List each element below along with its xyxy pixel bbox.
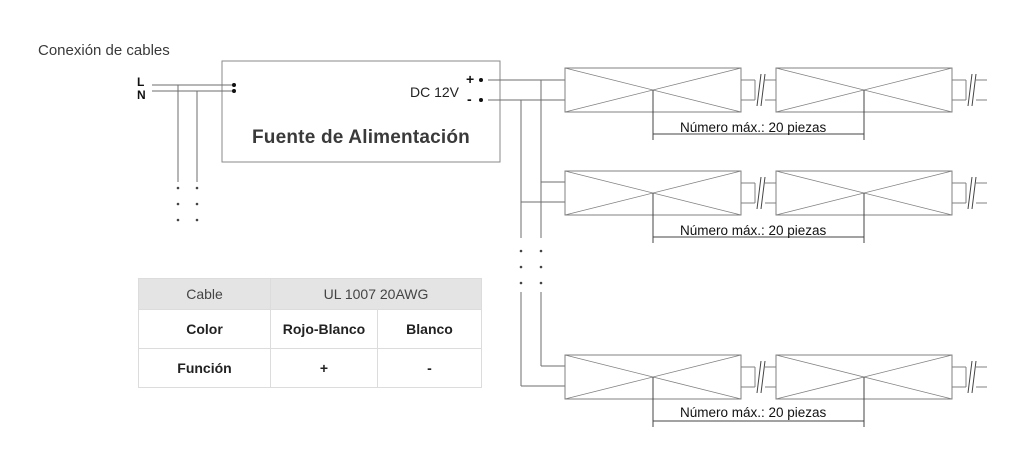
function-value-1: + xyxy=(270,348,378,388)
break-mark xyxy=(756,176,762,210)
output-plus-label: + xyxy=(466,71,475,87)
terminal-plus-dot xyxy=(479,78,483,82)
power-supply-box xyxy=(221,60,501,163)
power-supply-label: Fuente de Alimentación xyxy=(251,127,470,148)
break-mark xyxy=(756,73,762,107)
break-mark xyxy=(967,176,973,210)
break-mark xyxy=(760,176,766,210)
continuation-dots xyxy=(176,186,543,285)
function-value-2: - xyxy=(377,348,482,388)
row1-max-label: Número máx.: 20 piezas xyxy=(680,120,827,135)
break-mark xyxy=(760,360,766,394)
terminal-minus-dot xyxy=(479,98,483,102)
header-cable: Cable xyxy=(138,278,271,310)
break-mark xyxy=(967,360,973,394)
color-value-2: Blanco xyxy=(377,309,482,349)
break-mark xyxy=(760,73,766,107)
break-mark xyxy=(971,360,977,394)
break-mark xyxy=(971,176,977,210)
row2-max-label: Número máx.: 20 piezas xyxy=(680,223,827,238)
break-mark xyxy=(971,73,977,107)
cable-spec-table: Cable UL 1007 20AWG Color Rojo-Blanco Bl… xyxy=(138,278,482,388)
color-value-1: Rojo-Blanco xyxy=(270,309,378,349)
page-title: Conexión de cables xyxy=(38,42,170,59)
break-mark xyxy=(756,360,762,394)
output-voltage-label: DC 12V xyxy=(410,84,460,100)
output-minus-label: - xyxy=(467,91,472,107)
row3-max-label: Número máx.: 20 piezas xyxy=(680,405,827,420)
color-label: Color xyxy=(138,309,271,349)
terminal-l-dot xyxy=(232,83,236,87)
function-label: Función xyxy=(138,348,271,388)
header-cable-type: UL 1007 20AWG xyxy=(270,278,482,310)
led-module-rows xyxy=(564,67,987,427)
table-row: Color Rojo-Blanco Blanco xyxy=(138,309,482,349)
input-label-l: L xyxy=(137,75,145,89)
terminal-n-dot xyxy=(232,89,236,93)
break-mark xyxy=(967,73,973,107)
input-label-n: N xyxy=(137,88,146,102)
table-row: Cable UL 1007 20AWG xyxy=(138,278,482,310)
table-row: Función + - xyxy=(138,348,482,388)
